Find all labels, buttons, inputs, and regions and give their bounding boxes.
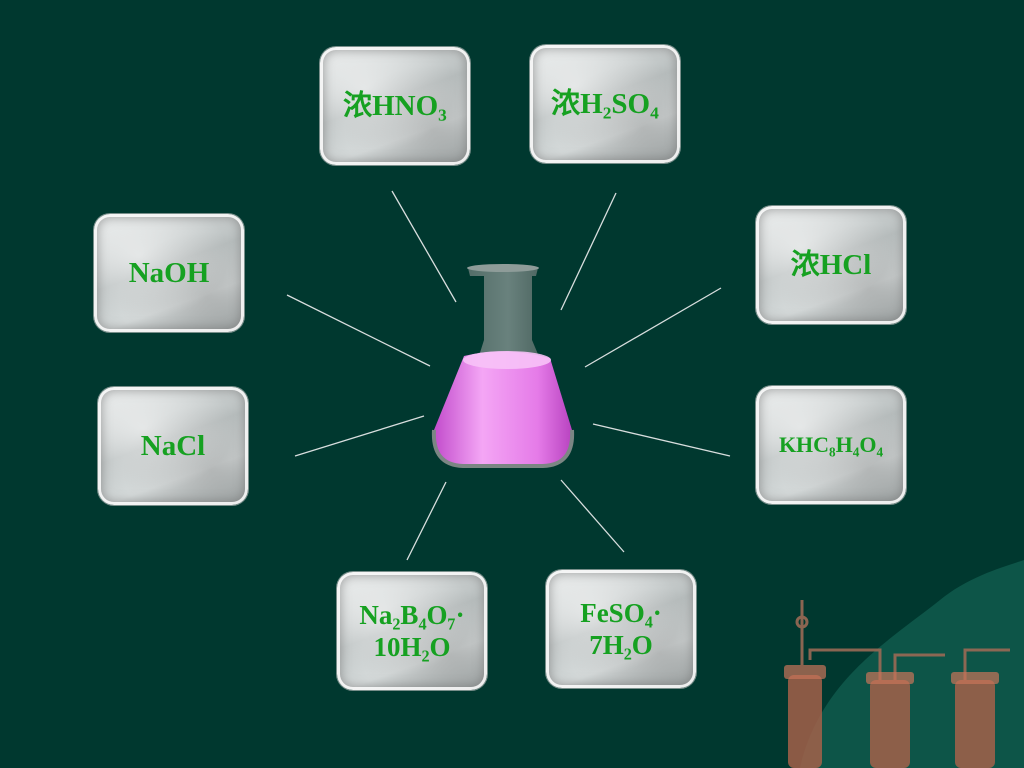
tile-borax-line1: Na₂B₄O₇· <box>359 599 465 630</box>
gas-washing-apparatus-icon <box>784 560 1024 768</box>
tile-feso4: FeSO₄· 7H₂O <box>546 570 696 688</box>
tile-khp: KHC₈H₄O₄ <box>756 386 906 504</box>
tile-feso4-line2: 7H₂O <box>589 630 653 660</box>
connector-h2so4 <box>560 192 617 311</box>
tile-naoh-label: NaOH <box>128 256 210 289</box>
connector-borax <box>406 481 447 561</box>
tile-nacl-label: NaCl <box>140 429 206 462</box>
connector-hcl <box>584 287 722 368</box>
tile-nacl: NaCl <box>98 387 248 505</box>
tile-conc-h2so4-label: 浓H₂SO₄ <box>551 87 659 120</box>
tile-conc-h2so4: 浓H₂SO₄ <box>530 45 680 163</box>
tile-borax-line2: 10H₂O <box>373 632 451 662</box>
tile-khp-label: KHC₈H₄O₄ <box>778 431 884 457</box>
connector-feso4 <box>560 479 625 553</box>
connector-hno3 <box>391 190 457 303</box>
tile-borax: Na₂B₄O₇· 10H₂O <box>337 572 487 690</box>
erlenmeyer-flask-icon <box>431 264 575 468</box>
tile-conc-hcl-label: 浓HCl <box>790 248 872 281</box>
tile-conc-hno3: 浓HNO₃ <box>320 47 470 165</box>
connector-khp <box>592 423 731 457</box>
tile-conc-hno3-label: 浓HNO₃ <box>343 89 447 122</box>
connector-naoh <box>286 294 431 367</box>
connector-nacl <box>294 415 425 457</box>
tile-conc-hcl: 浓HCl <box>756 206 906 324</box>
tile-naoh: NaOH <box>94 214 244 332</box>
tile-feso4-line1: FeSO₄· <box>580 597 662 628</box>
